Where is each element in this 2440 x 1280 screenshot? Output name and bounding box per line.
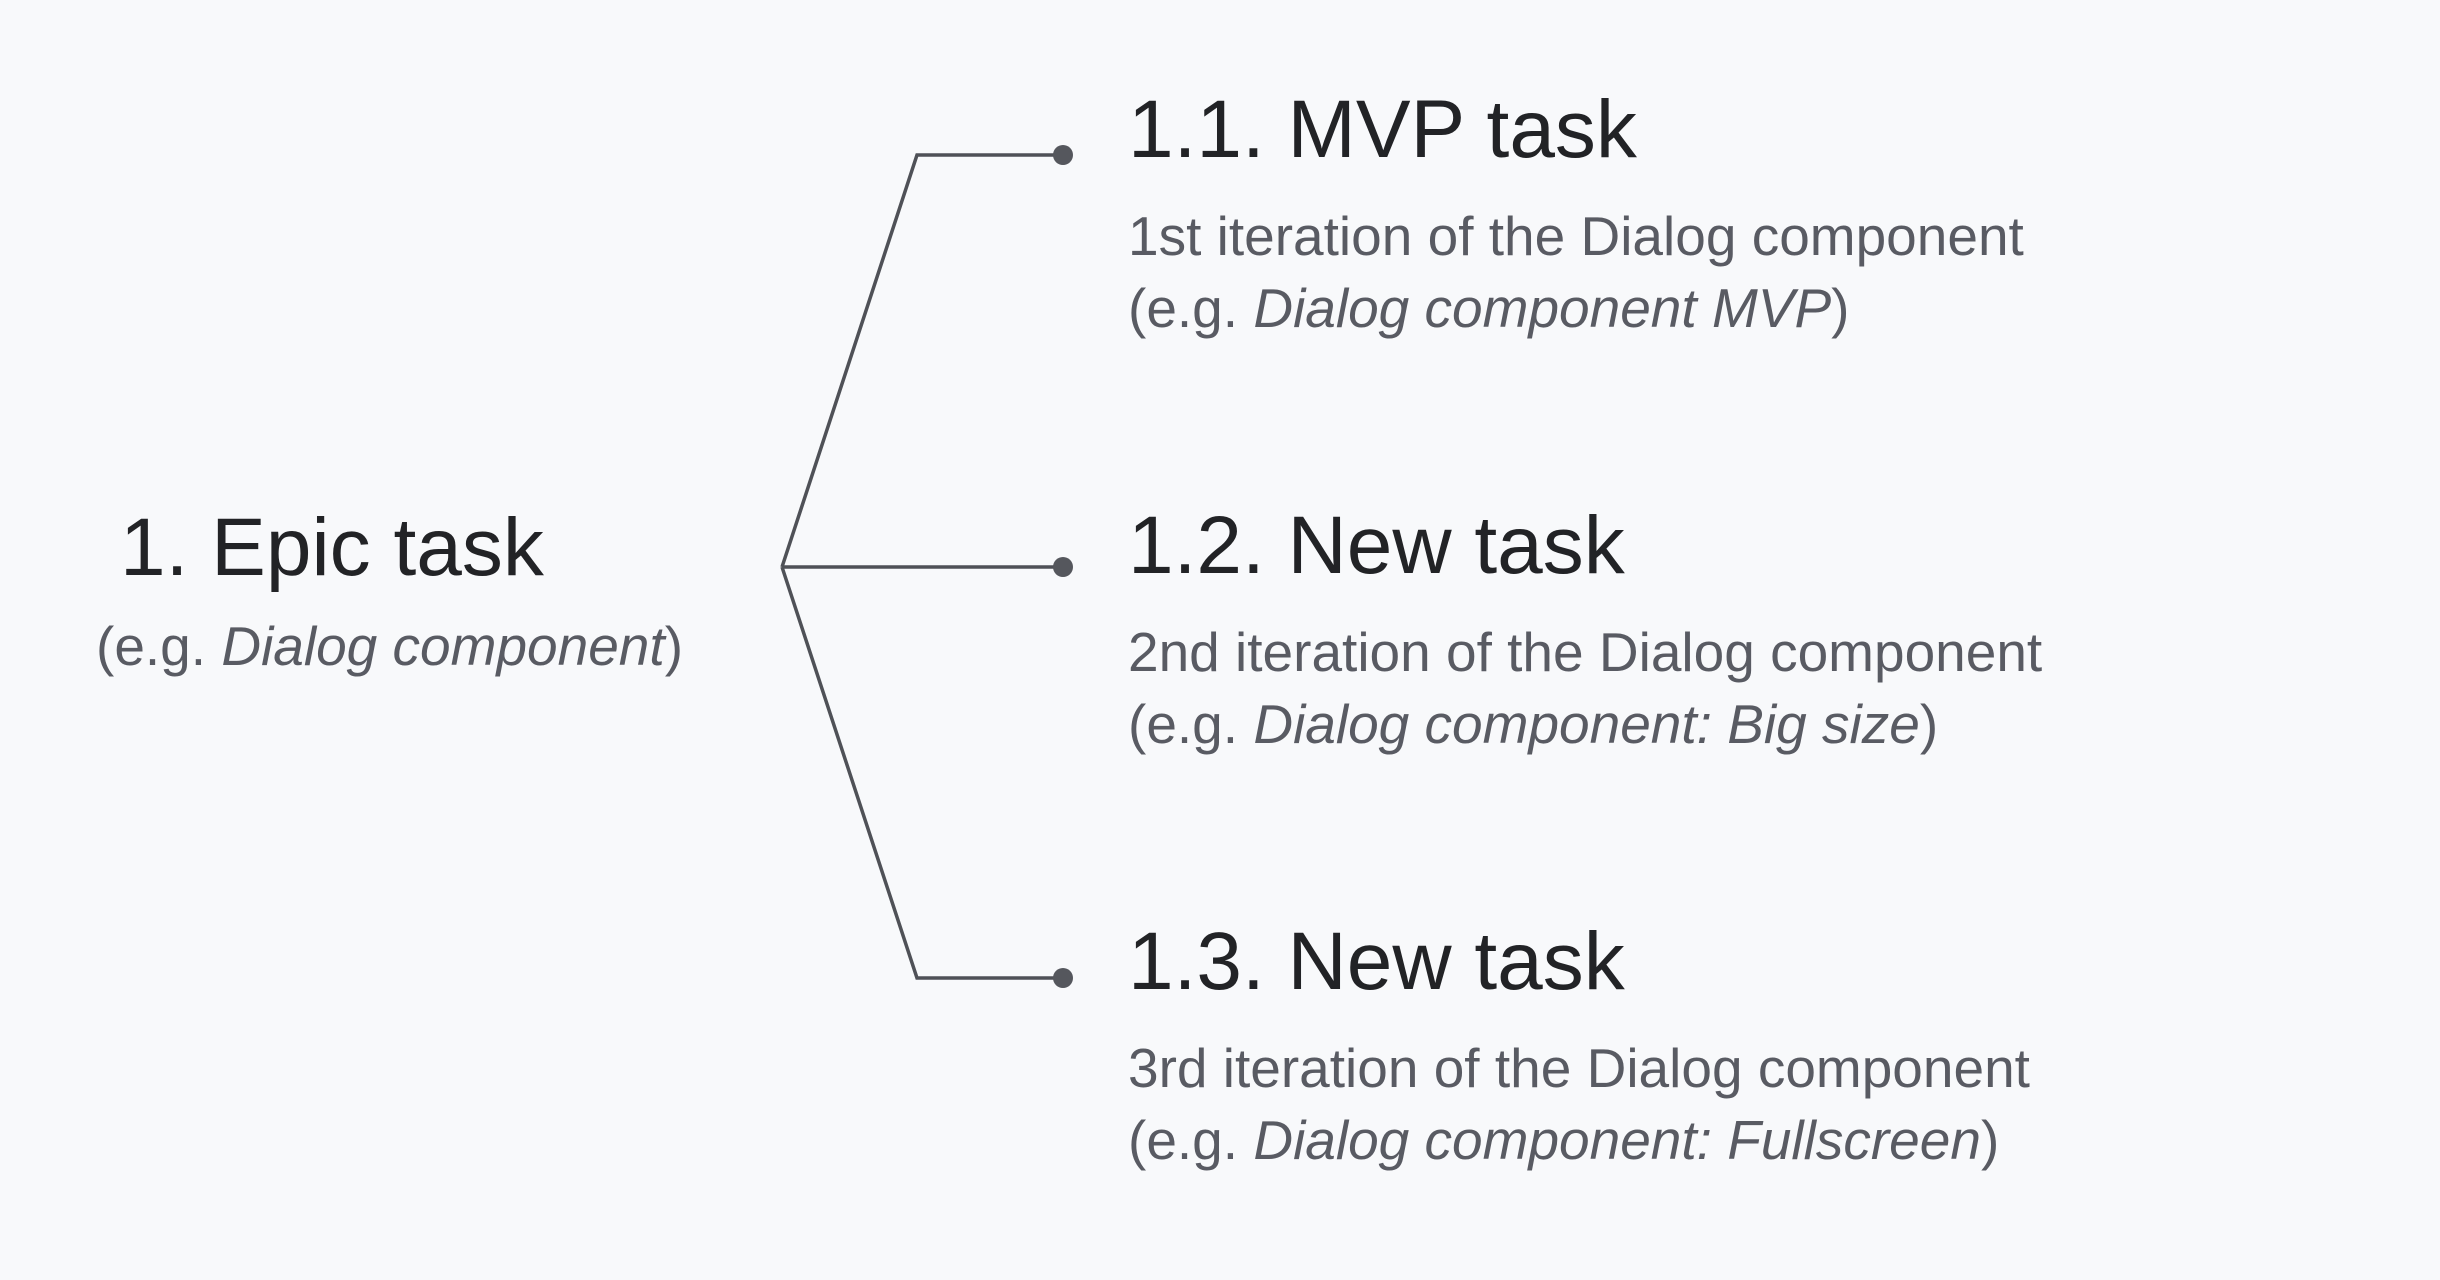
epic-task-title: 1. Epic task — [120, 502, 544, 593]
child-task-node-1-1: 1.1. MVP task 1st iteration of the Dialo… — [1128, 82, 2308, 344]
connector-to-new-task-1-3 — [780, 566, 1063, 980]
epic-task-node: 1. Epic task (e.g. Dialog component) — [96, 500, 786, 682]
child-task-node-1-3: 1.3. New task 3rd iteration of the Dialo… — [1128, 914, 2308, 1176]
child-example-suffix-1-2: ) — [1919, 693, 1939, 755]
child-task-example-1-3: (e.g. Dialog component: Fullscreen) — [1128, 1104, 2308, 1176]
child-task-title-1-1: 1.1. MVP task — [1128, 84, 1637, 175]
connector-to-mvp-task — [780, 153, 1063, 568]
node-dot-new-task-1-2 — [1053, 557, 1073, 577]
child-task-description-1-2: 2nd iteration of the Dialog component — [1128, 621, 2043, 683]
child-task-description-block-1-3: 3rd iteration of the Dialog component (e… — [1128, 1032, 2308, 1176]
child-task-description-block-1-2: 2nd iteration of the Dialog component (e… — [1128, 616, 2308, 760]
child-example-suffix-1-3: ) — [1980, 1109, 2000, 1171]
child-example-prefix-1-3: (e.g. — [1128, 1109, 1254, 1171]
child-example-emphasis-1-1: Dialog component MVP — [1253, 277, 1832, 339]
child-task-node-1-2: 1.2. New task 2nd iteration of the Dialo… — [1128, 498, 2308, 760]
child-example-prefix-1-2: (e.g. — [1128, 693, 1254, 755]
child-example-emphasis-1-3: Dialog component: Fullscreen — [1253, 1109, 1981, 1171]
child-example-suffix-1-1: ) — [1831, 277, 1850, 339]
node-dot-new-task-1-3 — [1053, 968, 1073, 988]
child-task-example-1-2: (e.g. Dialog component: Big size) — [1128, 688, 2308, 760]
child-task-description-1-3: 3rd iteration of the Dialog component — [1128, 1037, 2030, 1099]
child-task-description-block-1-1: 1st iteration of the Dialog component (e… — [1128, 200, 2308, 344]
child-task-description-1-1: 1st iteration of the Dialog component — [1128, 205, 2024, 267]
epic-task-example: (e.g. Dialog component) — [96, 610, 786, 682]
child-task-title-1-3: 1.3. New task — [1128, 916, 1625, 1007]
child-task-title-1-2: 1.2. New task — [1128, 500, 1625, 591]
child-example-prefix-1-1: (e.g. — [1128, 277, 1254, 339]
node-dot-mvp-task — [1053, 145, 1073, 165]
child-example-emphasis-1-2: Dialog component: Big size — [1253, 693, 1920, 755]
epic-example-prefix: (e.g. — [96, 615, 222, 677]
child-task-example-1-1: (e.g. Dialog component MVP) — [1128, 272, 2308, 344]
epic-example-suffix: ) — [664, 615, 684, 677]
epic-example-emphasis: Dialog component — [221, 615, 665, 677]
